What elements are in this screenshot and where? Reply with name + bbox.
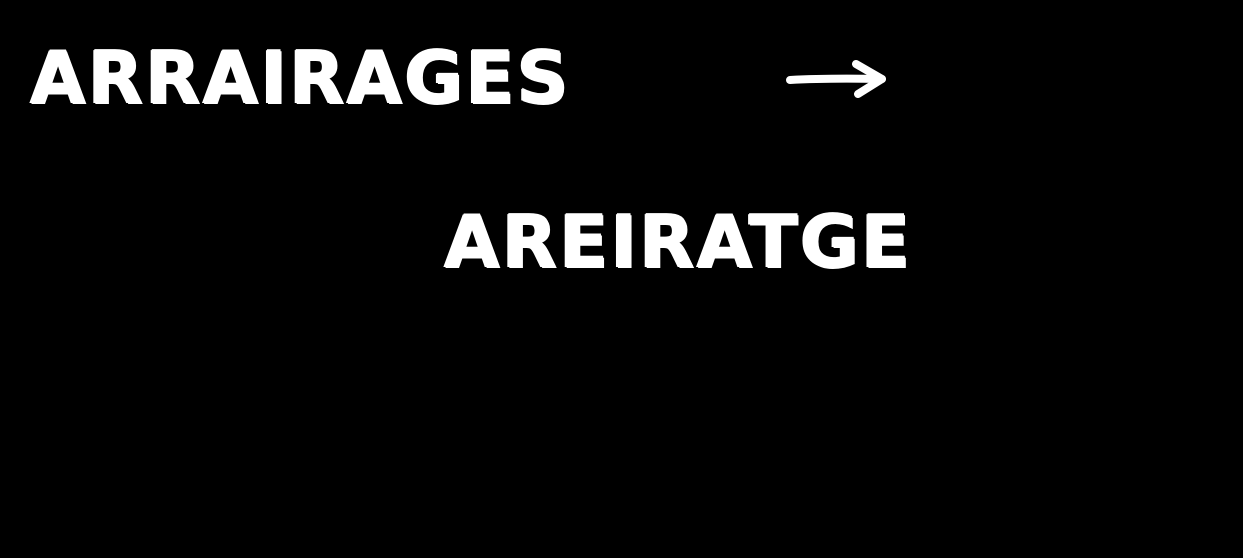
first-word: ARRAIRAGES <box>30 36 571 120</box>
second-word: AREIRATGE <box>444 200 913 284</box>
right-arrow-icon <box>786 60 886 98</box>
